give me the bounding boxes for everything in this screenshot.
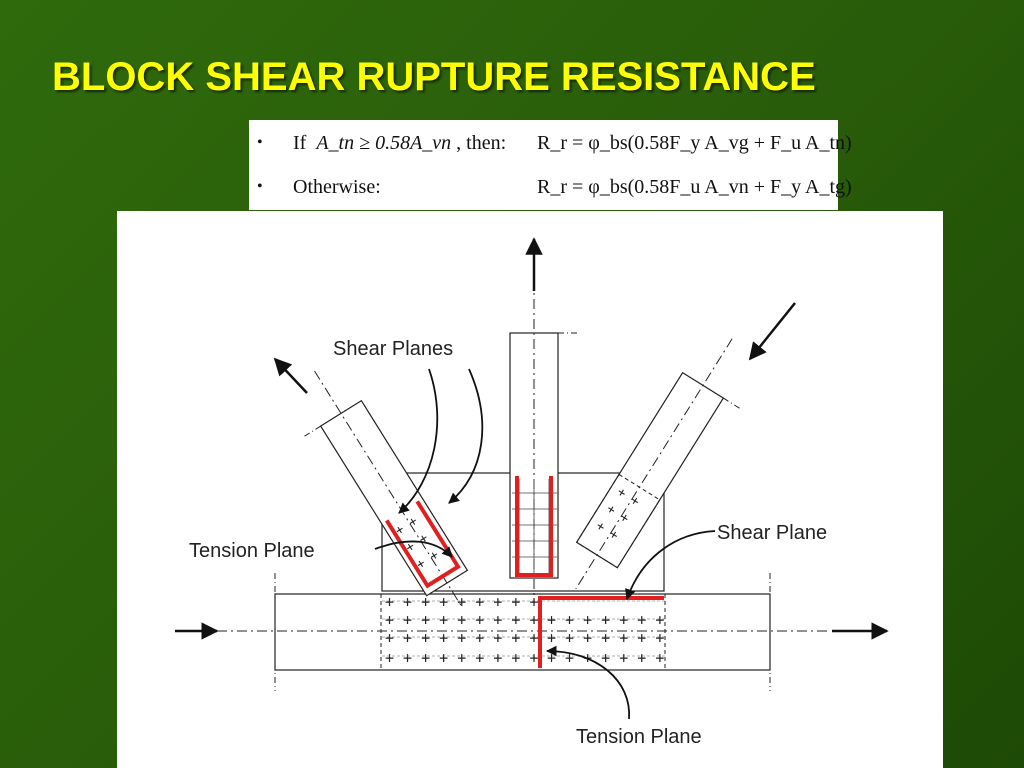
label-shear-plane-right: Shear Plane xyxy=(717,522,827,544)
leader-shear-planes-2 xyxy=(448,368,484,504)
condition-2: Otherwise: xyxy=(293,176,381,199)
svg-text:+ + + + + + + + +: + + + + + + + + + xyxy=(385,629,539,647)
left-diagonal-block-shear-path xyxy=(384,500,461,589)
horizontal-member xyxy=(217,573,829,691)
left-diagonal-member: + + + + + + xyxy=(302,370,469,609)
equation-2: R_r = φ_bs(0.58F_u A_vn + F_y A_tg) xyxy=(537,176,852,198)
label-shear-planes: Shear Planes xyxy=(333,338,453,360)
connection-drawing: + + + + + + + + + + + + + + + + + + + + … xyxy=(175,237,889,748)
bolt-grid-lines xyxy=(382,600,665,657)
condition-prefix: Otherwise: xyxy=(293,176,381,198)
slide-title: BLOCK SHEAR RUPTURE RESISTANCE xyxy=(52,55,816,99)
leader-shear-planes-1 xyxy=(398,368,439,514)
leader-tension-plane-left xyxy=(374,540,453,558)
block-shear-diagram: + + + + + + + + + + + + + + + + + + + + … xyxy=(117,211,943,768)
formula-box: • If A_tn ≥ 0.58A_vn , then: R_r = φ_bs(… xyxy=(249,120,852,210)
svg-text:+ + + + + + +: + + + + + + + xyxy=(547,649,664,667)
right-diagonal-force-arrow xyxy=(748,302,796,361)
horizontal-block-shear-path xyxy=(538,596,664,668)
condition-1: If A_tn ≥ 0.58A_vn , then: xyxy=(293,132,506,155)
label-tension-plane-bottom: Tension Plane xyxy=(576,726,702,748)
condition-suffix: , then: xyxy=(456,132,507,154)
condition-math: A_tn ≥ 0.58A_vn xyxy=(316,132,452,154)
leader-shear-plane-right xyxy=(625,530,716,601)
svg-text:+ + + + + + + + +: + + + + + + + + + xyxy=(385,593,539,611)
label-tension-plane-left: Tension Plane xyxy=(189,540,315,562)
bolt-pattern-horizontal: + + + + + + + + + + + + + + + + + + + + … xyxy=(385,593,664,667)
vertical-member xyxy=(509,259,579,606)
svg-text:+ + + + + + +: + + + + + + + xyxy=(547,611,664,629)
svg-text:+ + + + + + + + +: + + + + + + + + + xyxy=(385,611,539,629)
bullet: • xyxy=(257,178,263,195)
svg-text:+ + + + + + + + +: + + + + + + + + + xyxy=(385,649,539,667)
right-diagonal-member: + + + + + + xyxy=(575,338,742,590)
condition-prefix: If xyxy=(293,132,307,154)
leader-tension-plane-bottom xyxy=(545,645,630,720)
formula-row-1: • If A_tn ≥ 0.58A_vn , then: R_r = φ_bs(… xyxy=(249,124,852,164)
left-diagonal-force-arrow xyxy=(273,357,308,394)
svg-text:+ + + + + + +: + + + + + + + xyxy=(547,629,664,647)
formula-row-2: • Otherwise: R_r = φ_bs(0.58F_u A_vn + F… xyxy=(249,168,852,208)
bullet: • xyxy=(257,134,263,151)
vertical-block-shear-path xyxy=(515,476,553,577)
equation-1: R_r = φ_bs(0.58F_y A_vg + F_u A_tn) xyxy=(537,132,852,154)
